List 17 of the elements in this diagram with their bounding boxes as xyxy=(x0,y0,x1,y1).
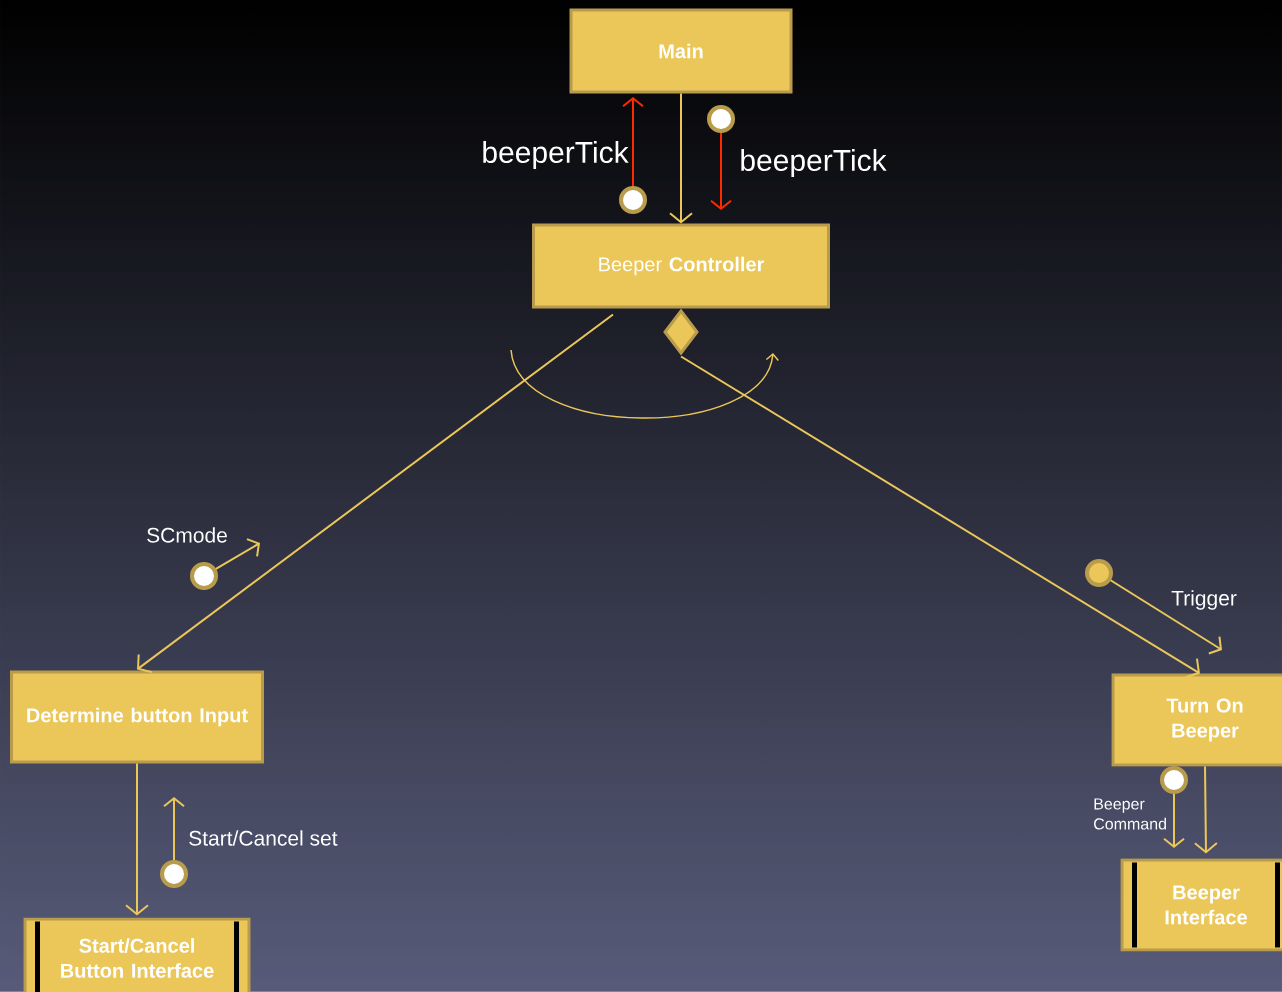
data-label: SCmode xyxy=(147,527,227,543)
library-module-box: Start/Cancel Button Interface xyxy=(23,917,251,992)
arrow xyxy=(125,762,149,916)
module-box: Beeper Controller xyxy=(532,223,830,309)
library-module-box: Beeper Interface xyxy=(1120,858,1282,952)
data-label: beeperTick xyxy=(741,149,887,177)
data-label: Start/Cancel set xyxy=(189,830,338,846)
arrow xyxy=(669,92,693,224)
data-label: beeperTick xyxy=(483,141,629,169)
module-box: Turn On Beeper xyxy=(1111,673,1282,767)
module-box: Main xyxy=(569,8,793,94)
arrow xyxy=(1193,765,1218,854)
arrow xyxy=(137,313,614,674)
data-label: Trigger xyxy=(1171,590,1237,610)
arrow xyxy=(680,355,1200,679)
data-label: Beeper Command xyxy=(1094,798,1166,830)
module-box: Determine button Input xyxy=(10,670,264,764)
